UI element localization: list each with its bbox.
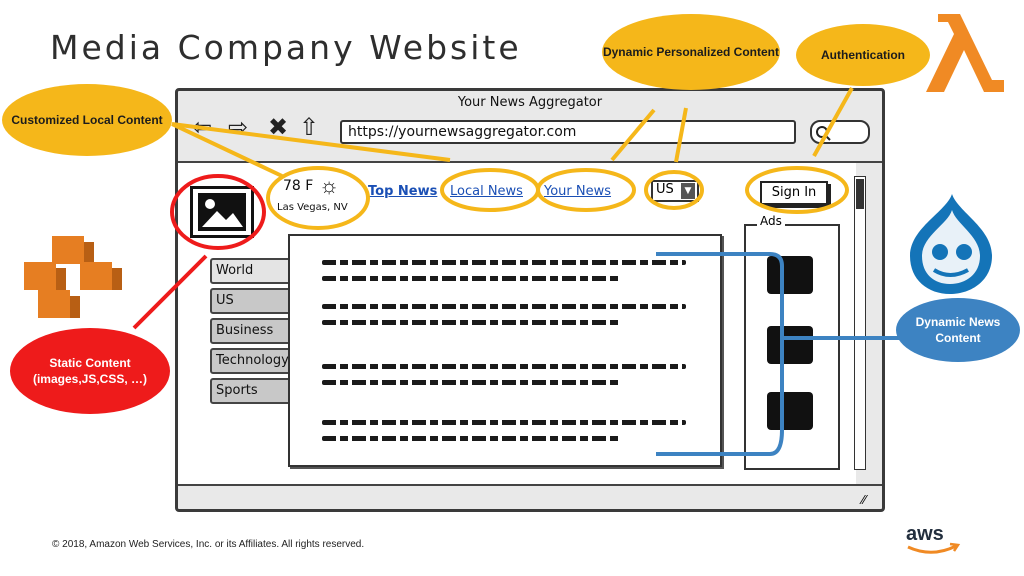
sidebar-item-business[interactable]: Business: [210, 318, 290, 344]
nav-your-news[interactable]: Your News: [544, 184, 612, 199]
ad-card-icon[interactable]: [767, 392, 813, 430]
drupal-icon: [910, 194, 992, 294]
lambda-icon: [926, 14, 1004, 92]
callout-dynamic-personalized: Dynamic Personalized Content: [602, 14, 780, 90]
sidebar-item-world[interactable]: World: [210, 258, 290, 284]
sign-in-button[interactable]: Sign In: [760, 181, 828, 205]
image-placeholder: [190, 186, 254, 238]
article-text: [322, 436, 622, 441]
sidebar-item-sports[interactable]: Sports: [210, 378, 290, 404]
scrollbar-thumb[interactable]: [856, 179, 864, 209]
callout-dynamic-news: Dynamic News Content: [896, 298, 1020, 362]
sidebar-item-technology[interactable]: Technology: [210, 348, 290, 374]
url-bar[interactable]: https://yournewsaggregator.com: [340, 120, 796, 144]
article-text: [322, 276, 622, 281]
home-icon[interactable]: ⇧: [299, 113, 320, 141]
url-text: https://yournewsaggregator.com: [348, 124, 577, 140]
country-select[interactable]: US ▼: [651, 180, 699, 202]
ads-label: Ads: [757, 214, 785, 228]
article-text: [322, 364, 686, 369]
resize-handle-icon[interactable]: ⁄⁄: [862, 492, 867, 507]
svg-text:aws: aws: [906, 523, 944, 545]
ad-card-icon[interactable]: [767, 326, 813, 364]
nav-top-news[interactable]: Top News: [368, 184, 438, 199]
callout-static-content: Static Content (images,JS,CSS, …): [10, 328, 170, 414]
callout-authentication: Authentication: [796, 24, 930, 86]
callout-customized-local: Customized Local Content: [2, 84, 172, 156]
close-icon[interactable]: ✖: [268, 113, 289, 141]
article-text: [322, 304, 686, 309]
sun-icon: ☼: [319, 173, 340, 198]
scrollbar[interactable]: [854, 176, 866, 470]
article-list: [288, 234, 722, 467]
toolbar-divider: [178, 161, 882, 163]
amazon-s3-icon: [24, 236, 122, 318]
sidebar-item-us[interactable]: US: [210, 288, 290, 314]
article-text: [322, 260, 686, 265]
aws-logo: aws: [906, 523, 961, 554]
ad-card-icon[interactable]: [767, 256, 813, 294]
weather-location: Las Vegas, NV: [277, 202, 348, 213]
chevron-down-icon: ▼: [681, 183, 695, 199]
article-text: [322, 380, 622, 385]
copyright-notice: © 2018, Amazon Web Services, Inc. or its…: [52, 539, 365, 550]
browser-title: Your News Aggregator: [457, 95, 603, 110]
slide-title: Media Company Website: [50, 28, 522, 67]
status-divider: [178, 484, 882, 486]
nav-local-news[interactable]: Local News: [450, 184, 523, 199]
article-text: [322, 420, 686, 425]
article-text: [322, 320, 622, 325]
weather-temperature: 78 F: [283, 178, 314, 194]
country-value: US: [656, 182, 674, 197]
image-icon: [198, 193, 246, 231]
